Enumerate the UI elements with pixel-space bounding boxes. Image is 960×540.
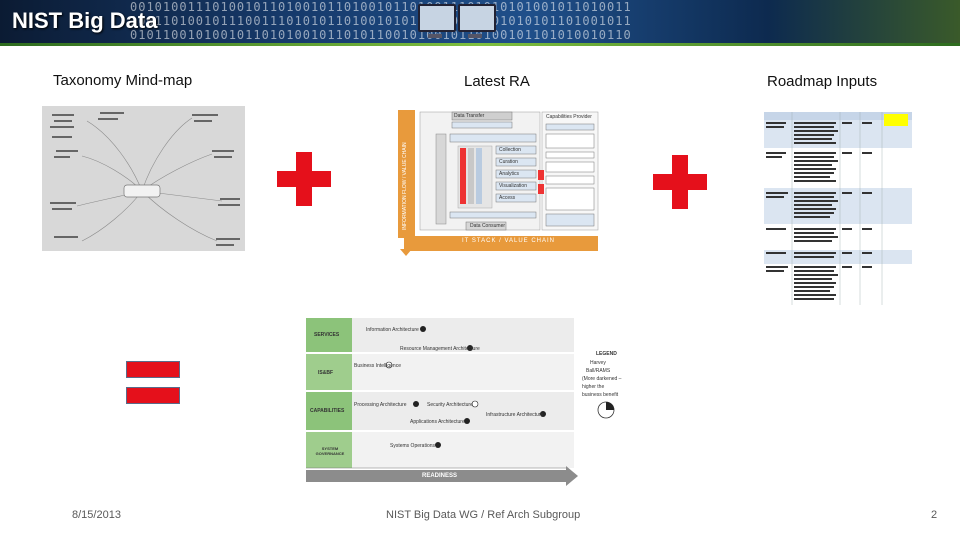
roadmap-inputs-table — [764, 112, 912, 305]
equals-icon-top — [126, 361, 180, 378]
legend-title: LEGEND — [596, 351, 617, 357]
readiness-item: Systems Operations — [390, 443, 436, 449]
readiness-item: Resource Management Architecture — [400, 346, 480, 352]
ra-component: Visualization — [499, 183, 527, 189]
ra-bottom-chain: IT STACK / VALUE CHAIN — [462, 238, 556, 244]
footer-title: NIST Big Data WG / Ref Arch Subgroup — [386, 509, 581, 521]
readiness-row-governance: SYSTEM GOVERNANCE — [315, 446, 345, 456]
ra-capabilities-provider: Capabilities Provider — [546, 114, 592, 120]
readiness-item: Business Intelligence — [354, 363, 401, 369]
readiness-chart: SERVICES IS&BF CAPABILITIES SYSTEM GOVER… — [306, 318, 626, 486]
readiness-item: Applications Architecture — [410, 419, 465, 425]
banner-title: NIST Big Data — [12, 8, 158, 33]
legend-text: business benefit — [582, 392, 619, 398]
readiness-x-axis: READINESS — [422, 473, 458, 479]
ra-component: Curation — [499, 159, 518, 165]
legend-text: Harvey — [590, 360, 606, 366]
computer-icon — [418, 4, 456, 38]
ra-top-box: Data Transfer — [454, 113, 485, 119]
legend-text: (More darkened – — [582, 376, 622, 382]
readiness-item: Infrastructure Architecture — [486, 412, 544, 418]
plus-icon — [277, 152, 331, 206]
mindmap-heading: Taxonomy Mind-map — [53, 72, 193, 89]
ra-bottom-box: Data Consumer — [470, 223, 506, 229]
readiness-row-capabilities: CAPABILITIES — [310, 408, 345, 414]
readiness-row-isbf: IS&BF — [318, 370, 333, 376]
roadmap-heading: Roadmap Inputs — [767, 73, 878, 90]
legend-text: higher the — [582, 384, 605, 390]
ra-component: Collection — [499, 147, 521, 153]
readiness-item: Processing Architecture — [354, 402, 407, 408]
ra-component: Analytics — [499, 171, 520, 177]
readiness-item: Security Architecture — [427, 402, 473, 408]
readiness-row-services: SERVICES — [314, 332, 340, 338]
footer-date: 8/15/2013 — [72, 509, 121, 521]
reference-architecture-diagram: INFORMATION FLOW / VALUE CHAIN Data Tran… — [396, 108, 602, 258]
legend-text: Ball/RAMS — [586, 368, 611, 374]
page-number: 2 — [931, 509, 938, 521]
equals-icon-bottom — [126, 387, 180, 404]
ra-heading: Latest RA — [464, 73, 530, 90]
header-banner: 0010100111010010110100101101001011010011… — [0, 0, 960, 46]
computer-icon — [458, 4, 496, 38]
ra-vertical-label: INFORMATION FLOW / VALUE CHAIN — [402, 142, 408, 230]
binary-background: 0010100111010010110100101101001011010011… — [130, 0, 632, 42]
ra-component: Access — [499, 195, 516, 201]
plus-icon — [653, 155, 707, 209]
banner-strip — [0, 43, 960, 46]
taxonomy-mindmap-image — [42, 106, 245, 251]
readiness-item: Information Architecture — [366, 327, 419, 333]
